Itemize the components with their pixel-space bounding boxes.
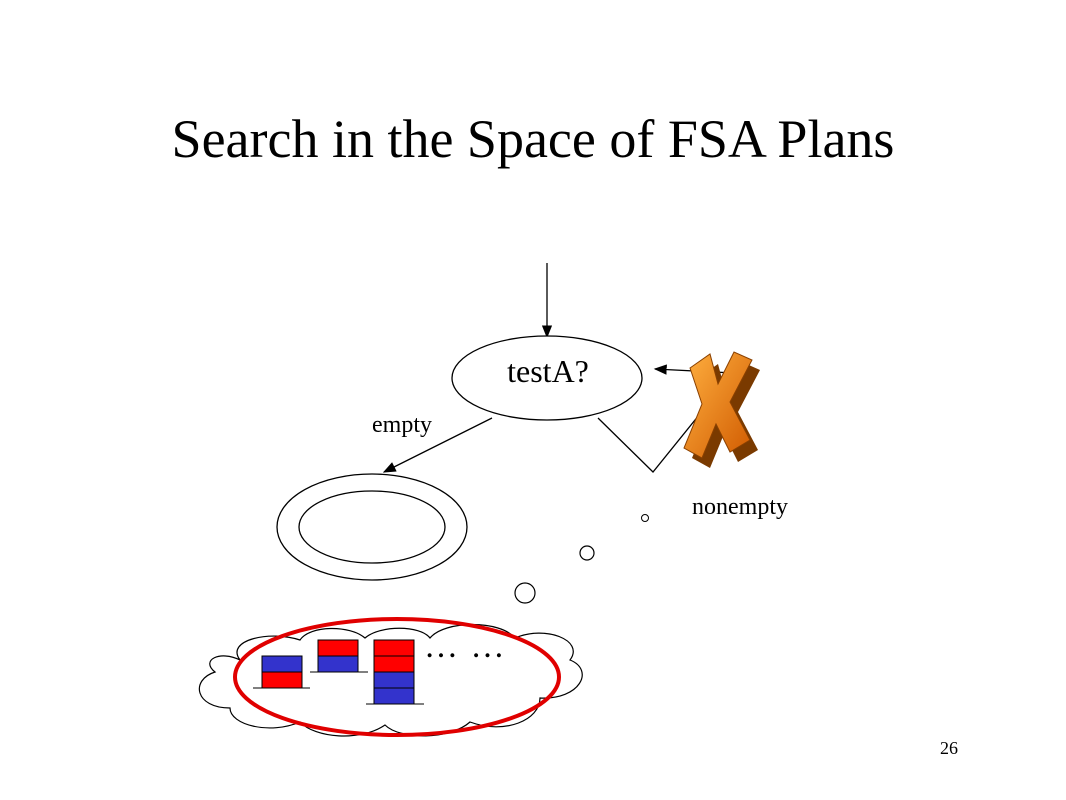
slide-title: Search in the Space of FSA Plans: [171, 109, 895, 169]
page-number: 26: [940, 738, 958, 758]
empty-edge: [382, 417, 493, 473]
block-stack-3: [366, 639, 424, 705]
highlight-ring: [233, 617, 561, 737]
goal-node-inner: [298, 490, 446, 564]
block-stack-2: [310, 639, 368, 673]
thought-bubble-small: [641, 514, 649, 522]
block-stack-1: [253, 655, 310, 689]
thought-bubble-medium: [579, 545, 595, 561]
test-node-label: testA?: [507, 353, 589, 389]
x-mark-icon: [683, 351, 760, 468]
nonempty-edge-label: nonempty: [692, 494, 788, 520]
thought-bubble-large: [514, 582, 536, 604]
test-node: [451, 335, 643, 421]
empty-edge-label: empty: [372, 412, 432, 438]
ellipsis-text: … …: [424, 628, 507, 665]
